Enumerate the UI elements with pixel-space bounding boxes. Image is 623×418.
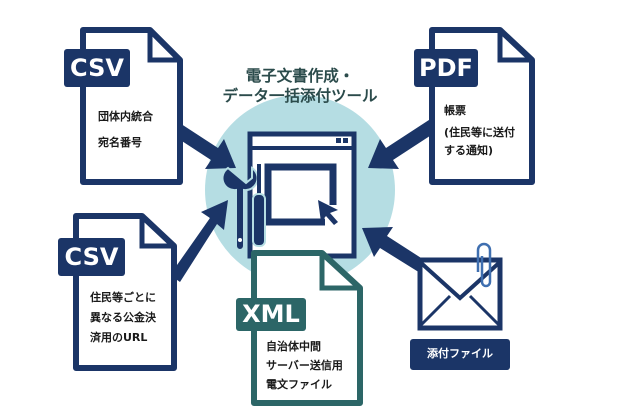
csv-label-2: CSV	[58, 238, 125, 276]
envelope-icon	[417, 257, 503, 331]
tool-title: 電子文書作成・ データ一括添付ツール	[195, 66, 405, 106]
paperclip-icon	[476, 242, 492, 288]
text-line: 団体内統合	[98, 110, 153, 123]
text-line: サーバー送信用	[266, 359, 343, 372]
window-icon	[247, 131, 357, 259]
attachment-label: 添付ファイル	[427, 347, 493, 360]
text-line: 住民等ごとに	[90, 291, 156, 304]
xml-label: XML	[236, 298, 306, 331]
csv-1-text: 団体内統合 宛名番号	[98, 104, 153, 156]
arrow-pdf	[368, 118, 439, 169]
arrow-csv2	[170, 200, 228, 282]
xml-document	[251, 250, 363, 406]
text-line: 帳票	[444, 104, 466, 117]
title-line-1: 電子文書作成・	[245, 67, 355, 85]
wrench-icon	[221, 166, 259, 251]
csv-2-text: 住民等ごとに 異なる公金決 済用のURL	[90, 288, 156, 348]
text-line: 済用のURL	[90, 331, 148, 344]
pdf-label: PDF	[414, 49, 478, 87]
pdf-text: 帳票 (住民等に送付 する通知)	[444, 102, 515, 160]
cursor-icon	[318, 200, 338, 225]
arrow-attach	[362, 227, 432, 276]
text-line: (住民等に送付	[444, 126, 516, 139]
text-line: する通知)	[444, 144, 494, 157]
screwdriver-icon	[252, 164, 266, 247]
attachment-label-box	[410, 339, 510, 370]
xml-text: 自治体中間 サーバー送信用 電文ファイル	[266, 337, 343, 394]
text-line: 宛名番号	[98, 136, 142, 149]
text-line: 異なる公金決	[90, 311, 156, 324]
csv-label-1: CSV	[64, 49, 130, 87]
text-line: 自治体中間	[266, 340, 321, 353]
text-line: 電文ファイル	[266, 378, 332, 391]
title-line-2: データ一括添付ツール	[222, 87, 378, 105]
